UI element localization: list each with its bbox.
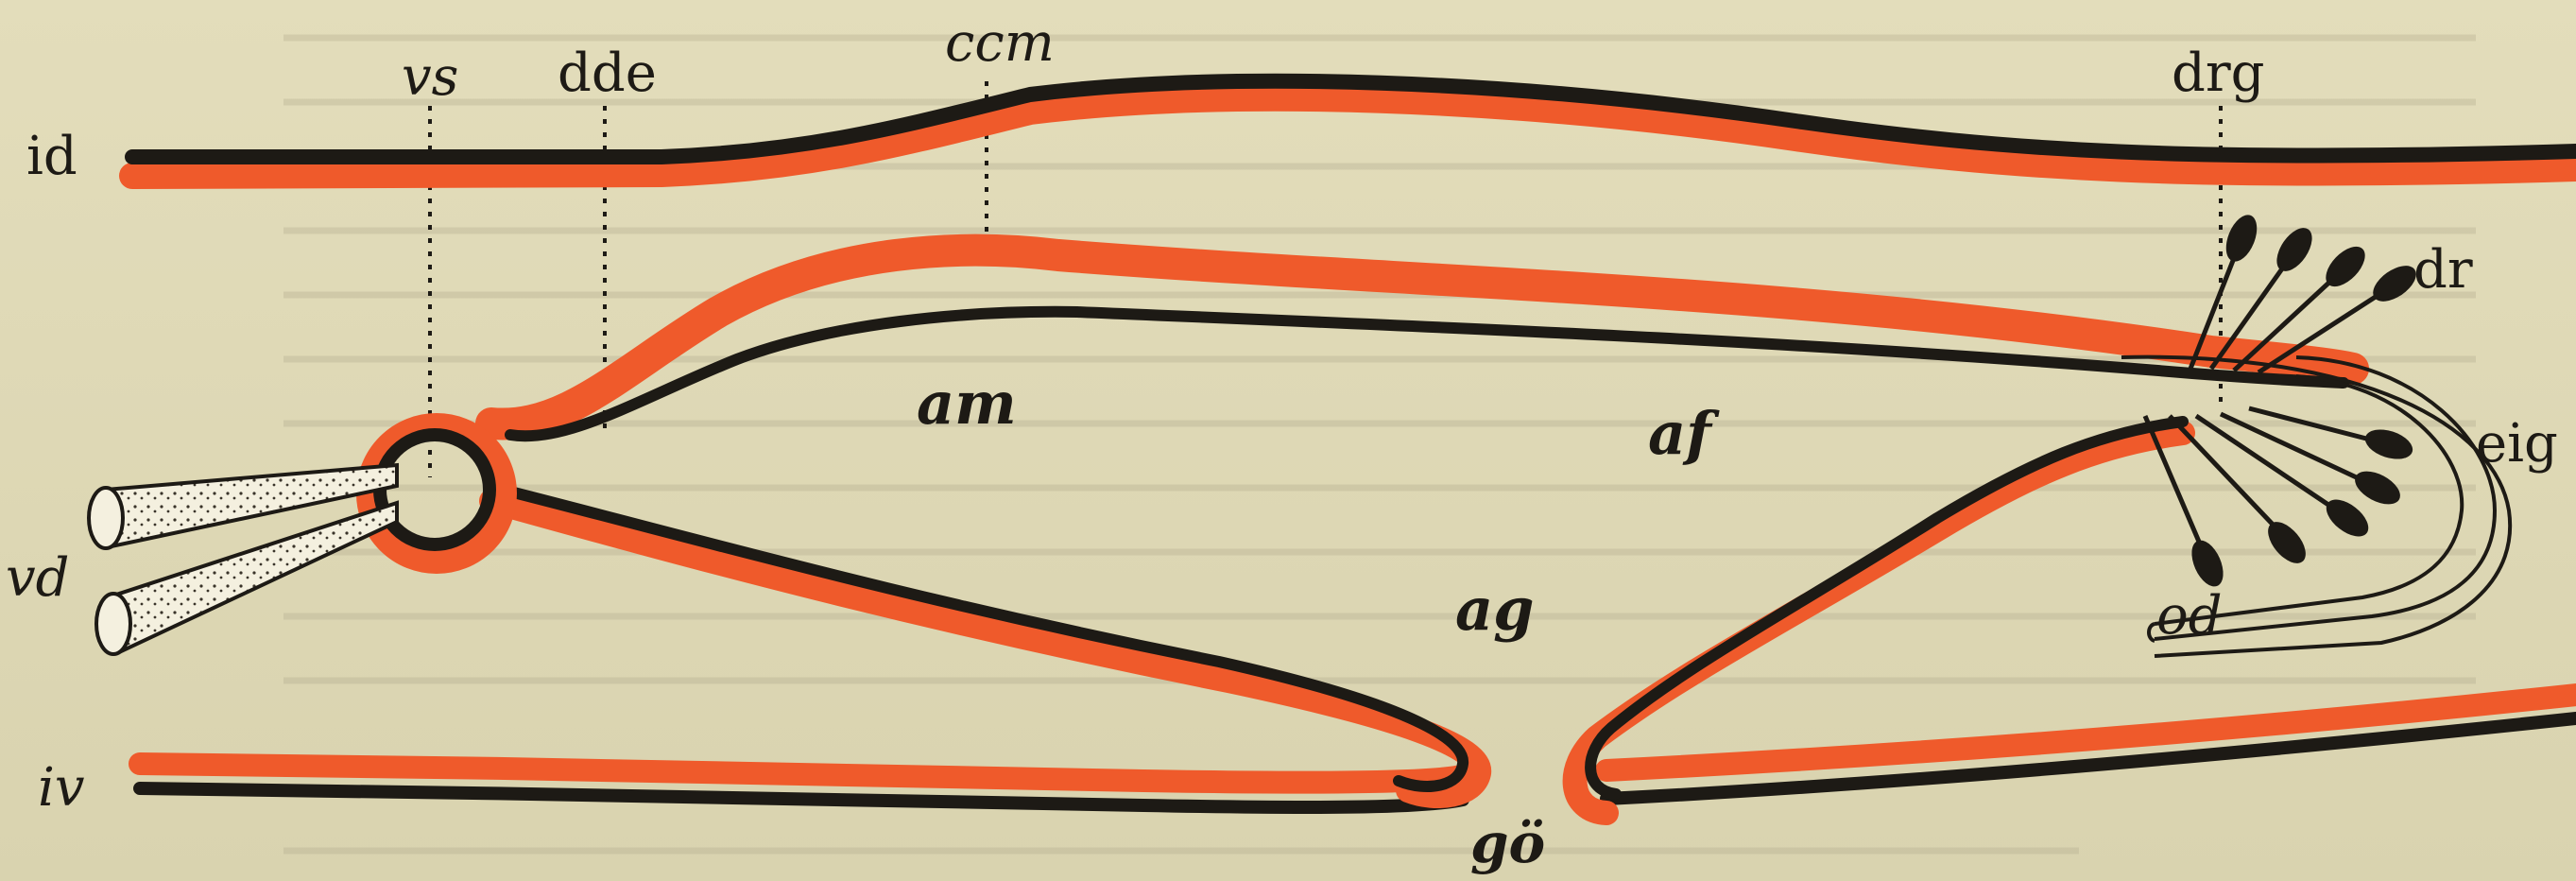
label-ag: ag — [1455, 575, 1535, 644]
label-vd: vd — [6, 547, 69, 609]
label-id: id — [26, 126, 77, 187]
seminal-vesicle — [369, 425, 505, 561]
label-dr: dr — [2413, 239, 2473, 301]
sperm-drops-ventral — [2145, 408, 2416, 591]
label-vs: vs — [402, 46, 458, 108]
vas-deferens — [89, 465, 397, 654]
label-dde: dde — [558, 43, 657, 104]
label-am: am — [917, 369, 1017, 438]
label-drg: drg — [2172, 43, 2264, 104]
label-go: gö — [1470, 811, 1545, 875]
label-eig: eig — [2476, 413, 2558, 475]
upper-lobe — [491, 250, 2353, 437]
label-od: od — [2156, 585, 2223, 647]
label-ccm: ccm — [945, 12, 1055, 74]
label-af: af — [1648, 399, 1720, 468]
label-iv: iv — [38, 757, 85, 819]
